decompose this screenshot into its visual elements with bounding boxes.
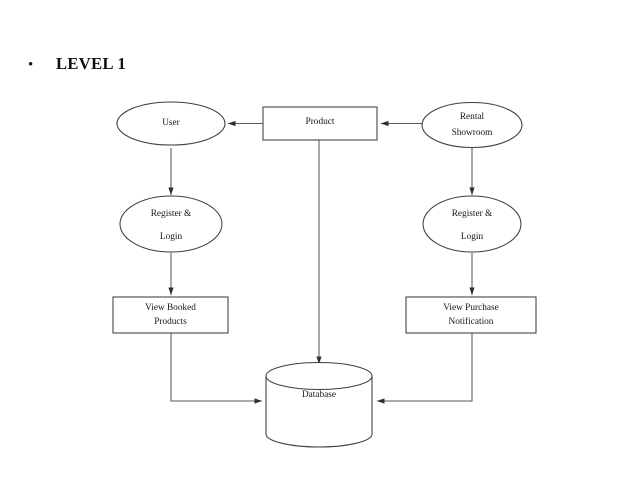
node-view-booked-products[interactable]: View Booked Products <box>112 296 229 334</box>
database-cylinder-top <box>265 361 373 391</box>
view-booked-products-rect-shape <box>112 296 229 334</box>
edge-viewpurchase-to-database <box>376 333 473 404</box>
database-label: Database <box>302 390 336 400</box>
view-purchase-notification-label-line2: Notification <box>449 316 494 327</box>
user-label: User <box>162 118 180 128</box>
product-label: Product <box>306 117 335 127</box>
view-booked-products-label-line2: Products <box>154 317 187 327</box>
register-login-left-label-line1: Register & <box>151 209 192 219</box>
bullet-icon: • <box>28 57 34 73</box>
node-register-login-left[interactable]: Register & Login <box>119 195 223 253</box>
view-purchase-notification-rect-shape <box>405 296 537 334</box>
register-login-right-label-line1: Register & <box>452 209 493 219</box>
node-rental-showroom[interactable]: Rental Showroom <box>421 101 523 149</box>
rental-showroom-label-line2: Showroom <box>452 128 494 138</box>
node-product[interactable]: Product <box>262 106 378 141</box>
user-ellipse-shape <box>116 101 226 146</box>
register-login-right-label-line2: Login <box>461 232 484 242</box>
node-view-purchase-notification[interactable]: View Purchase Notification <box>405 296 537 334</box>
register-login-left-label-line2: Login <box>160 232 183 242</box>
edge-viewbooked-to-database <box>170 333 263 404</box>
register-login-right-ellipse-shape <box>422 195 522 253</box>
product-rect-shape <box>262 106 378 141</box>
node-register-login-right[interactable]: Register & Login <box>422 195 522 253</box>
view-purchase-notification-label-line1: View Purchase <box>443 303 498 313</box>
node-database[interactable]: Database <box>265 361 373 448</box>
rental-showroom-label-line1: Rental <box>460 112 485 122</box>
edge-layer <box>168 120 475 404</box>
register-login-left-ellipse-shape <box>119 195 223 253</box>
node-user[interactable]: User <box>116 101 226 146</box>
page-title-text: LEVEL 1 <box>56 54 127 73</box>
view-booked-products-label-line1: View Booked <box>145 303 196 313</box>
rental-showroom-ellipse-shape <box>421 101 523 149</box>
database-cylinder-body <box>265 375 373 448</box>
page-title: • LEVEL 1 <box>28 54 126 74</box>
